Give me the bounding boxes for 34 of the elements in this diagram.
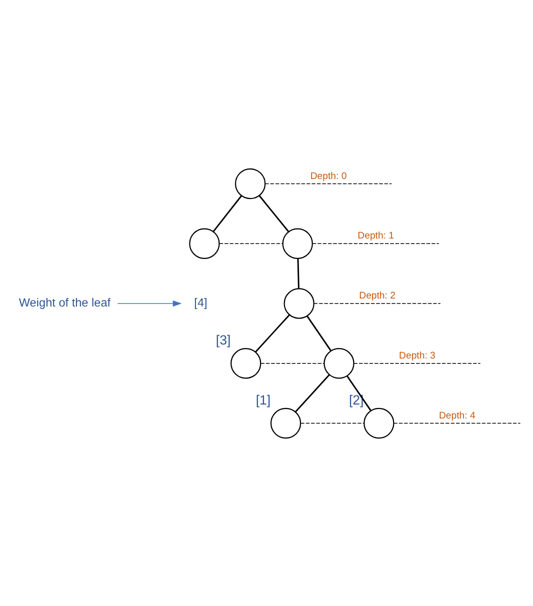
node-label: [2]: [348, 392, 364, 407]
edge-label: Depth: 0: [310, 170, 347, 182]
connector: [212, 194, 242, 232]
node-circle: [324, 348, 354, 378]
node-circle: [230, 348, 262, 378]
node-circle: [284, 288, 314, 318]
connector: [297, 258, 300, 288]
node-circle: [234, 168, 266, 199]
node-label: [1]: [256, 392, 271, 407]
node-circle: [282, 228, 313, 258]
node-text: [4]: [194, 294, 208, 309]
edge-label: Depth: 4: [438, 410, 476, 421]
edge-label: Depth: 2: [359, 290, 396, 302]
connector: [354, 362, 481, 364]
connector: [312, 242, 440, 244]
connector: [264, 182, 392, 184]
connector: [294, 374, 330, 412]
node-label: [3]: [216, 332, 231, 347]
connector: [255, 314, 290, 352]
node-circle: [270, 407, 302, 438]
connector: [314, 302, 441, 304]
node-circle: [189, 228, 220, 258]
connector: [260, 362, 324, 364]
node-circle: [364, 407, 394, 438]
connector: [300, 422, 364, 424]
edge-label: Depth: 3: [399, 350, 436, 361]
connector: [393, 422, 521, 424]
connector: [306, 315, 332, 351]
connector: [258, 194, 290, 232]
node-text: Weight of the leaf: [18, 294, 111, 309]
connector: [346, 375, 372, 411]
edge-label: Depth: 1: [358, 230, 394, 242]
arrow: [117, 300, 182, 306]
connector: [219, 242, 283, 244]
